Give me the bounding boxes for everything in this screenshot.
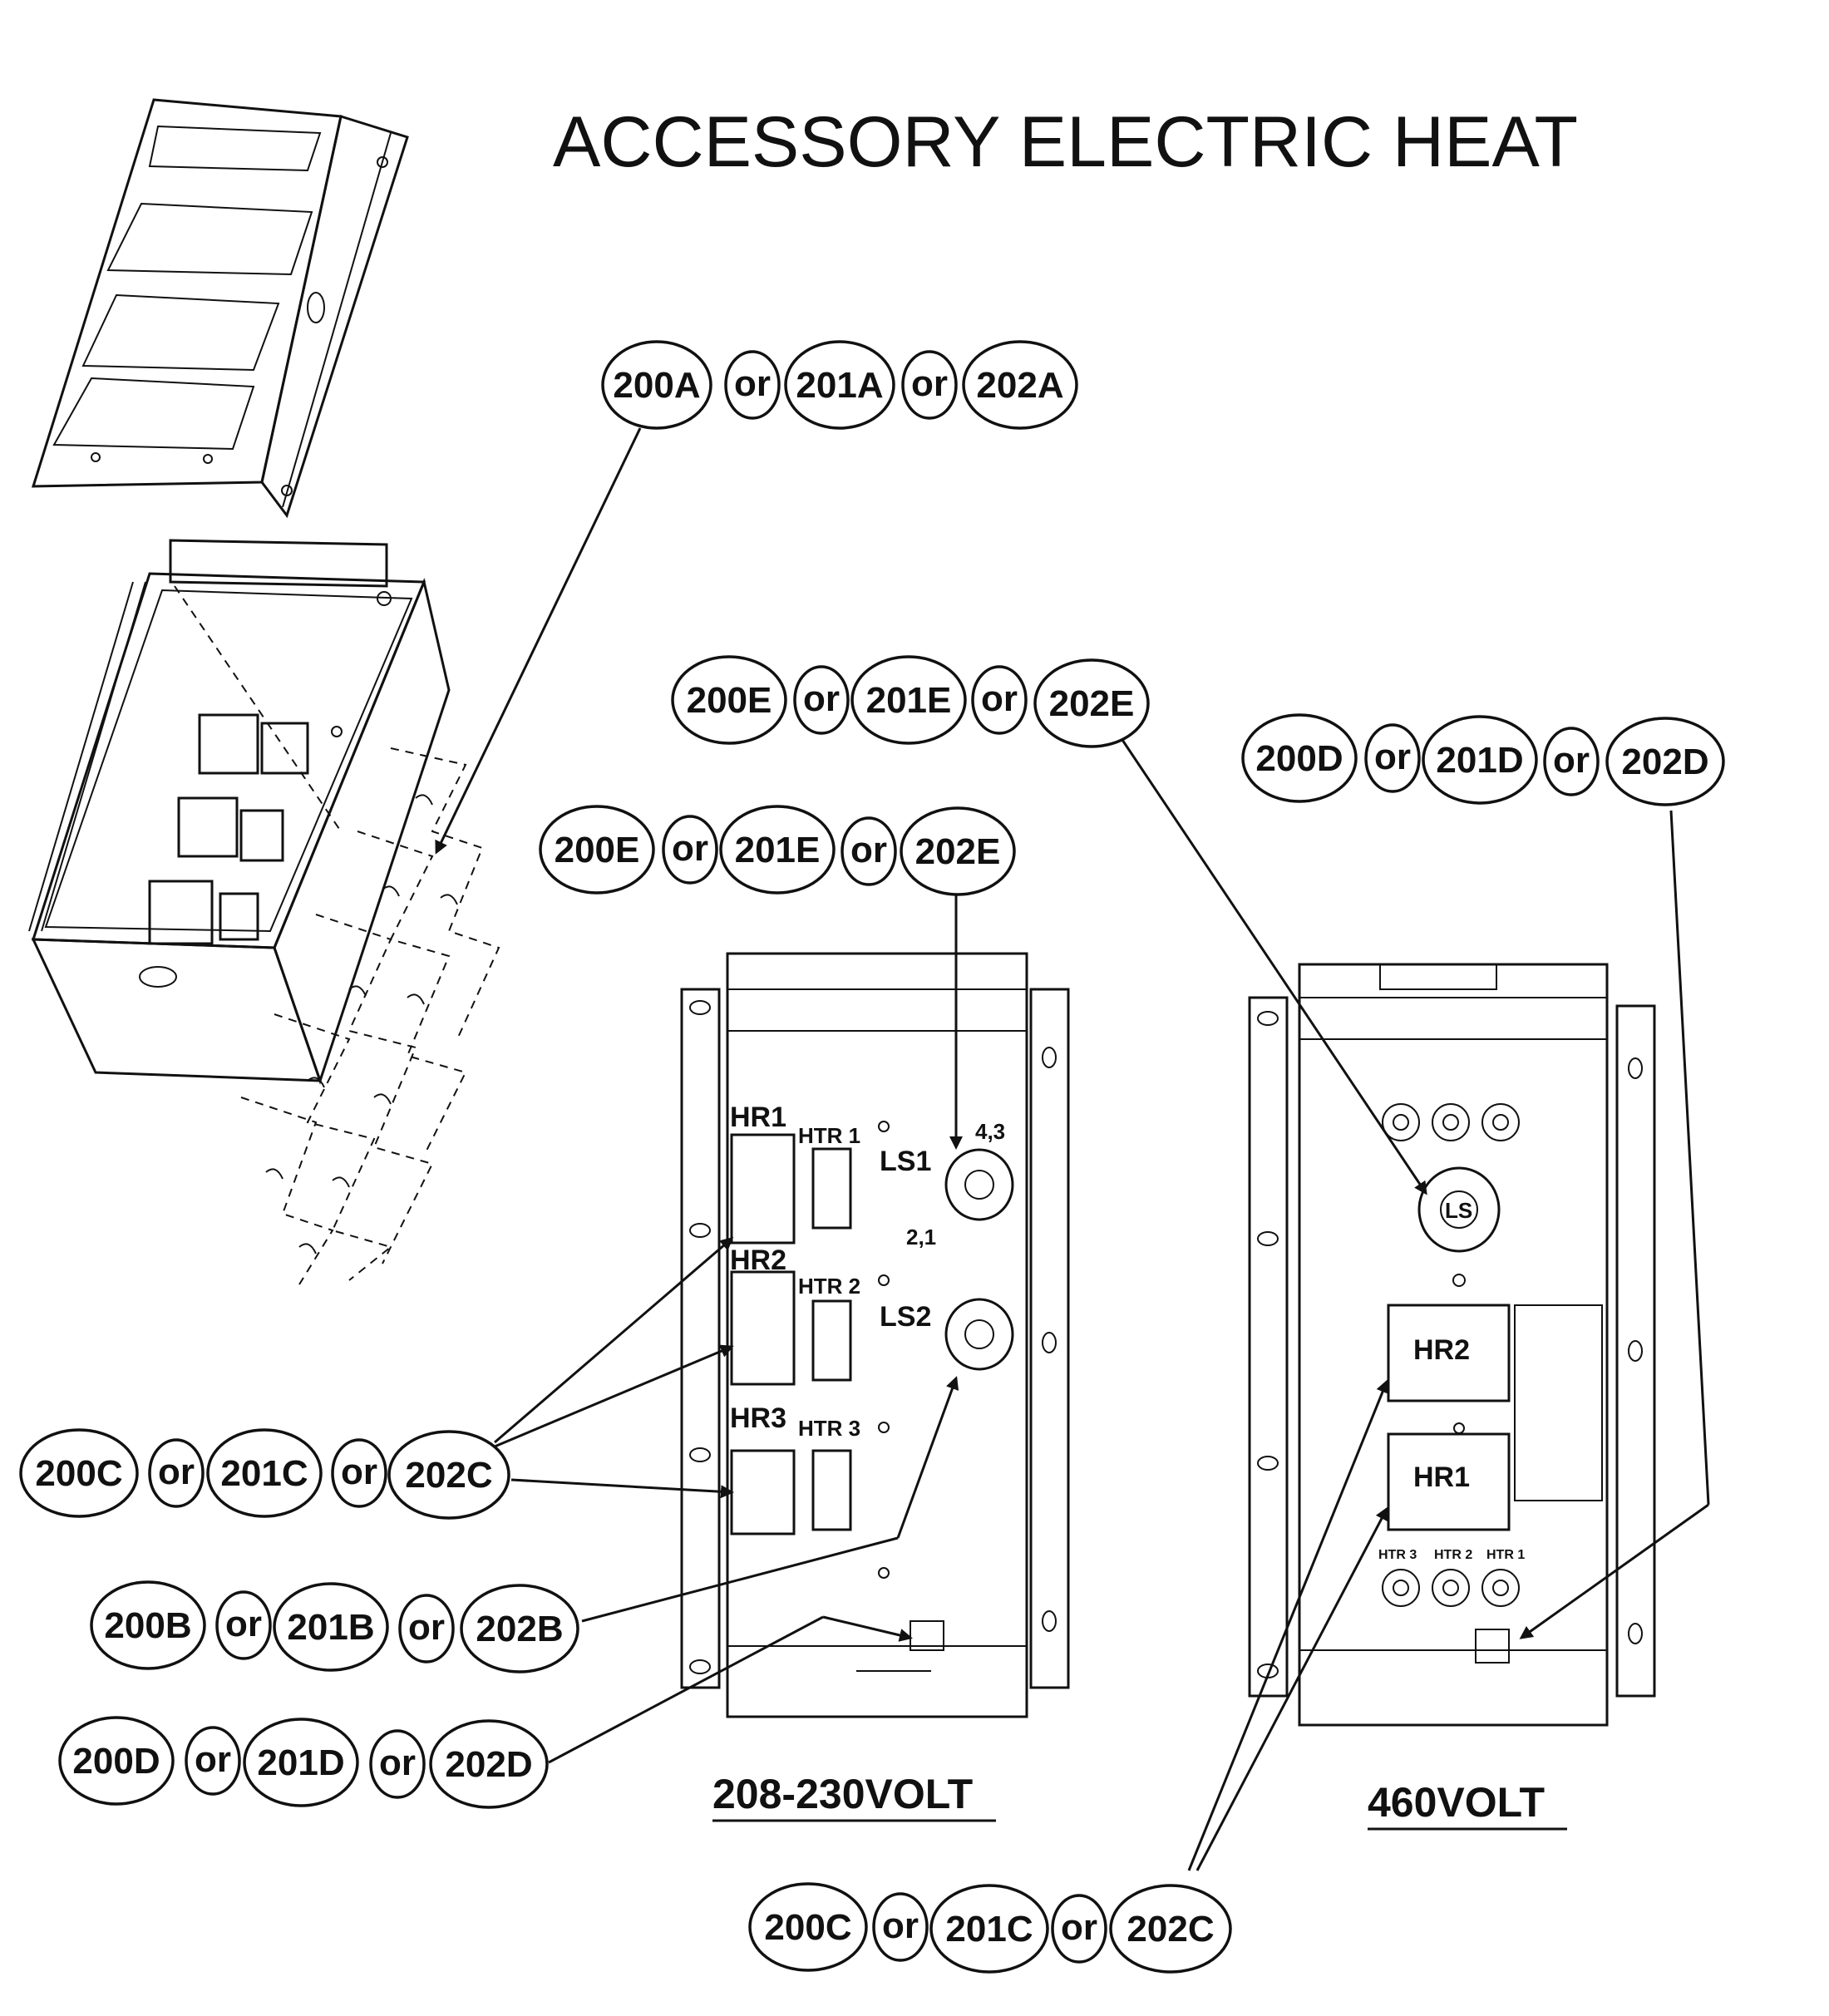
diagram-title: ACCESSORY ELECTRIC HEAT xyxy=(553,102,1578,182)
relay-hr1-460-label: HR1 xyxy=(1413,1461,1470,1493)
heater-htr1-460-label: HTR 1 xyxy=(1486,1548,1525,1562)
callout-e2: 200E or 201E or 202E xyxy=(539,805,1016,896)
callout-c2-sep-2: or xyxy=(1061,1907,1097,1948)
heater-htr1-label: HTR 1 xyxy=(798,1123,860,1148)
callout-d2-sep-2: or xyxy=(379,1742,416,1783)
callout-a-sep-2: or xyxy=(911,363,948,404)
leader-c1-hr3 xyxy=(510,1478,734,1499)
callout-a: 200A or 201A or 202A xyxy=(601,340,1078,430)
panel-460: LS HR2 HR1 HTR 3 HTR 2 HTR 1 460VOLT xyxy=(1248,963,1656,1831)
callout-e2-sep-2: or xyxy=(850,830,887,870)
callout-d1-part-1: 200D xyxy=(1255,738,1343,779)
callout-d2-part-3: 202D xyxy=(445,1744,532,1785)
callout-c2-part-2: 201C xyxy=(945,1909,1033,1949)
callout-e1: 200E or 201E or 202E xyxy=(671,655,1150,748)
leader-a-cover xyxy=(435,427,642,855)
leader-d2-208 xyxy=(548,1615,824,1764)
leader-b-ls2 xyxy=(581,1536,899,1623)
callout-d2-part-2: 201D xyxy=(257,1742,344,1783)
callout-c1-part-3: 202C xyxy=(405,1455,492,1496)
leader-c1-hr2 xyxy=(494,1344,734,1448)
callout-b-part-3: 202B xyxy=(476,1609,563,1649)
callout-e1-part-3: 202E xyxy=(1049,683,1135,724)
limit-switch-ls-label: LS xyxy=(1445,1198,1472,1223)
relay-hr1-label: HR1 xyxy=(730,1102,786,1133)
callout-e1-sep-2: or xyxy=(981,678,1018,719)
panel-208-230: HR1 HR2 HR3 HTR 1 HTR 2 HTR 3 LS1 LS2 4,… xyxy=(680,952,1070,1822)
heater-htr3-460-label: HTR 3 xyxy=(1378,1548,1417,1562)
leader-c1-hr1 xyxy=(494,1237,734,1444)
callout-b-part-1: 200B xyxy=(104,1605,191,1646)
terminal-label-2-1: 2,1 xyxy=(906,1225,936,1250)
callout-c1-sep-1: or xyxy=(158,1452,195,1492)
panel-208-caption: 208-230VOLT xyxy=(712,1771,973,1817)
callout-c1-part-1: 200C xyxy=(35,1453,122,1494)
callout-d2-sep-1: or xyxy=(195,1739,231,1780)
top-cover xyxy=(31,98,409,519)
callout-e1-sep-1: or xyxy=(803,678,840,719)
limit-switch-ls1-label: LS1 xyxy=(880,1146,931,1177)
limit-switch-ls2-label: LS2 xyxy=(880,1301,931,1333)
leader-c2-hr2 xyxy=(1196,1506,1388,1871)
callout-e2-sep-1: or xyxy=(672,828,708,869)
exploded-assembly xyxy=(28,98,500,1285)
terminal-label-4-3: 4,3 xyxy=(975,1119,1005,1144)
callout-d1-sep-1: or xyxy=(1374,737,1411,777)
panel-460-caption: 460VOLT xyxy=(1368,1779,1545,1826)
leader-c2-hr1 xyxy=(1187,1379,1389,1871)
leader-e1-ls xyxy=(1121,739,1427,1195)
callout-e1-part-2: 201E xyxy=(866,680,952,721)
callout-d2: 200D or 201D or 202D xyxy=(58,1716,549,1809)
callout-a-part-1: 200A xyxy=(613,365,700,406)
callout-c2-part-1: 200C xyxy=(764,1907,851,1948)
callout-e2-part-3: 202E xyxy=(915,831,1001,872)
callout-a-sep-1: or xyxy=(734,363,771,404)
leader-d2-208-b xyxy=(822,1615,913,1642)
relay-hr2-460-label: HR2 xyxy=(1413,1334,1470,1366)
callout-c1-sep-2: or xyxy=(341,1452,377,1492)
callout-b: 200B or 201B or 202B xyxy=(90,1580,579,1673)
callout-c2-sep-1: or xyxy=(882,1905,919,1946)
callout-b-part-2: 201B xyxy=(287,1607,374,1648)
callout-c2: 200C or 201C or 202C xyxy=(748,1882,1232,1974)
callout-e2-part-1: 200E xyxy=(555,830,640,870)
heater-box xyxy=(28,539,451,1085)
callout-b-sep-2: or xyxy=(408,1607,445,1648)
callout-d1-sep-2: or xyxy=(1553,740,1590,781)
callout-c1-part-2: 201C xyxy=(220,1453,308,1494)
heater-htr2-label: HTR 2 xyxy=(798,1274,860,1299)
heater-htr3-label: HTR 3 xyxy=(798,1416,860,1441)
callout-d1-part-2: 201D xyxy=(1436,740,1523,781)
leader-d1-460-b xyxy=(1519,1503,1709,1639)
relay-hr2-label: HR2 xyxy=(730,1245,786,1276)
heater-elements xyxy=(240,747,500,1285)
callout-d1: 200D or 201D or 202D xyxy=(1241,713,1725,806)
leader-b-ls2-b xyxy=(896,1376,959,1539)
callout-a-part-2: 201A xyxy=(796,365,883,406)
relay-hr3-label: HR3 xyxy=(730,1402,786,1434)
heater-htr2-460-label: HTR 2 xyxy=(1434,1548,1472,1562)
callout-e2-part-2: 201E xyxy=(735,830,821,870)
callout-c2-part-3: 202C xyxy=(1126,1909,1214,1949)
callout-d2-part-1: 200D xyxy=(72,1741,160,1782)
leader-d1-460 xyxy=(1669,810,1710,1506)
callout-c1: 200C or 201C or 202C xyxy=(19,1428,510,1520)
callout-d1-part-3: 202D xyxy=(1621,742,1708,782)
callout-b-sep-1: or xyxy=(225,1604,262,1644)
callout-a-part-3: 202A xyxy=(976,365,1063,406)
leader-arrows xyxy=(435,427,1710,1871)
callout-e1-part-1: 200E xyxy=(687,680,772,721)
